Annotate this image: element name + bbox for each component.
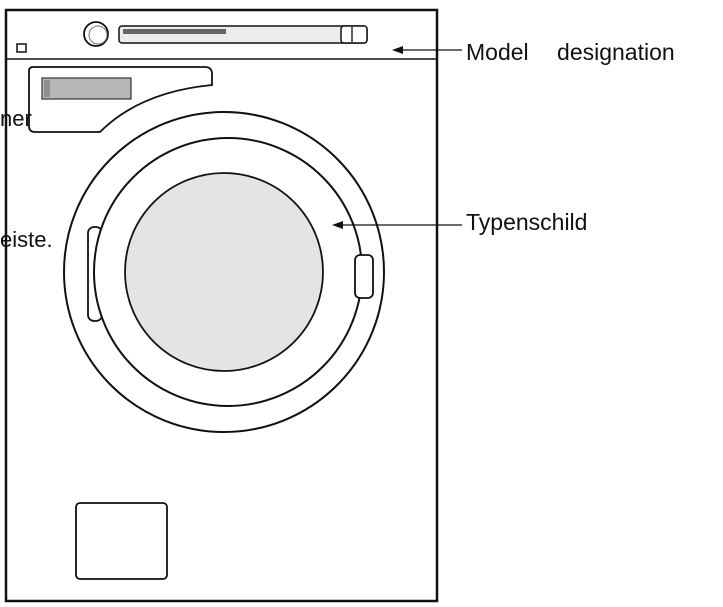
model-designation-label: Model designation [466,39,675,65]
typenschild-label: Typenschild [466,209,588,235]
model-designation-arrowhead [392,46,403,54]
indicator-light-icon [16,43,27,53]
display-button [340,25,368,44]
drawer-handle [41,77,132,100]
door-handle [354,254,374,299]
cropped-label-top: ner [0,106,32,131]
cropped-label-middle: eiste. [0,227,53,252]
typenschild-arrowhead [332,221,343,229]
service-hatch [75,502,168,580]
display-window [123,29,226,34]
program-knob [83,21,109,47]
display-strip [118,25,368,44]
door-glass [124,172,324,372]
